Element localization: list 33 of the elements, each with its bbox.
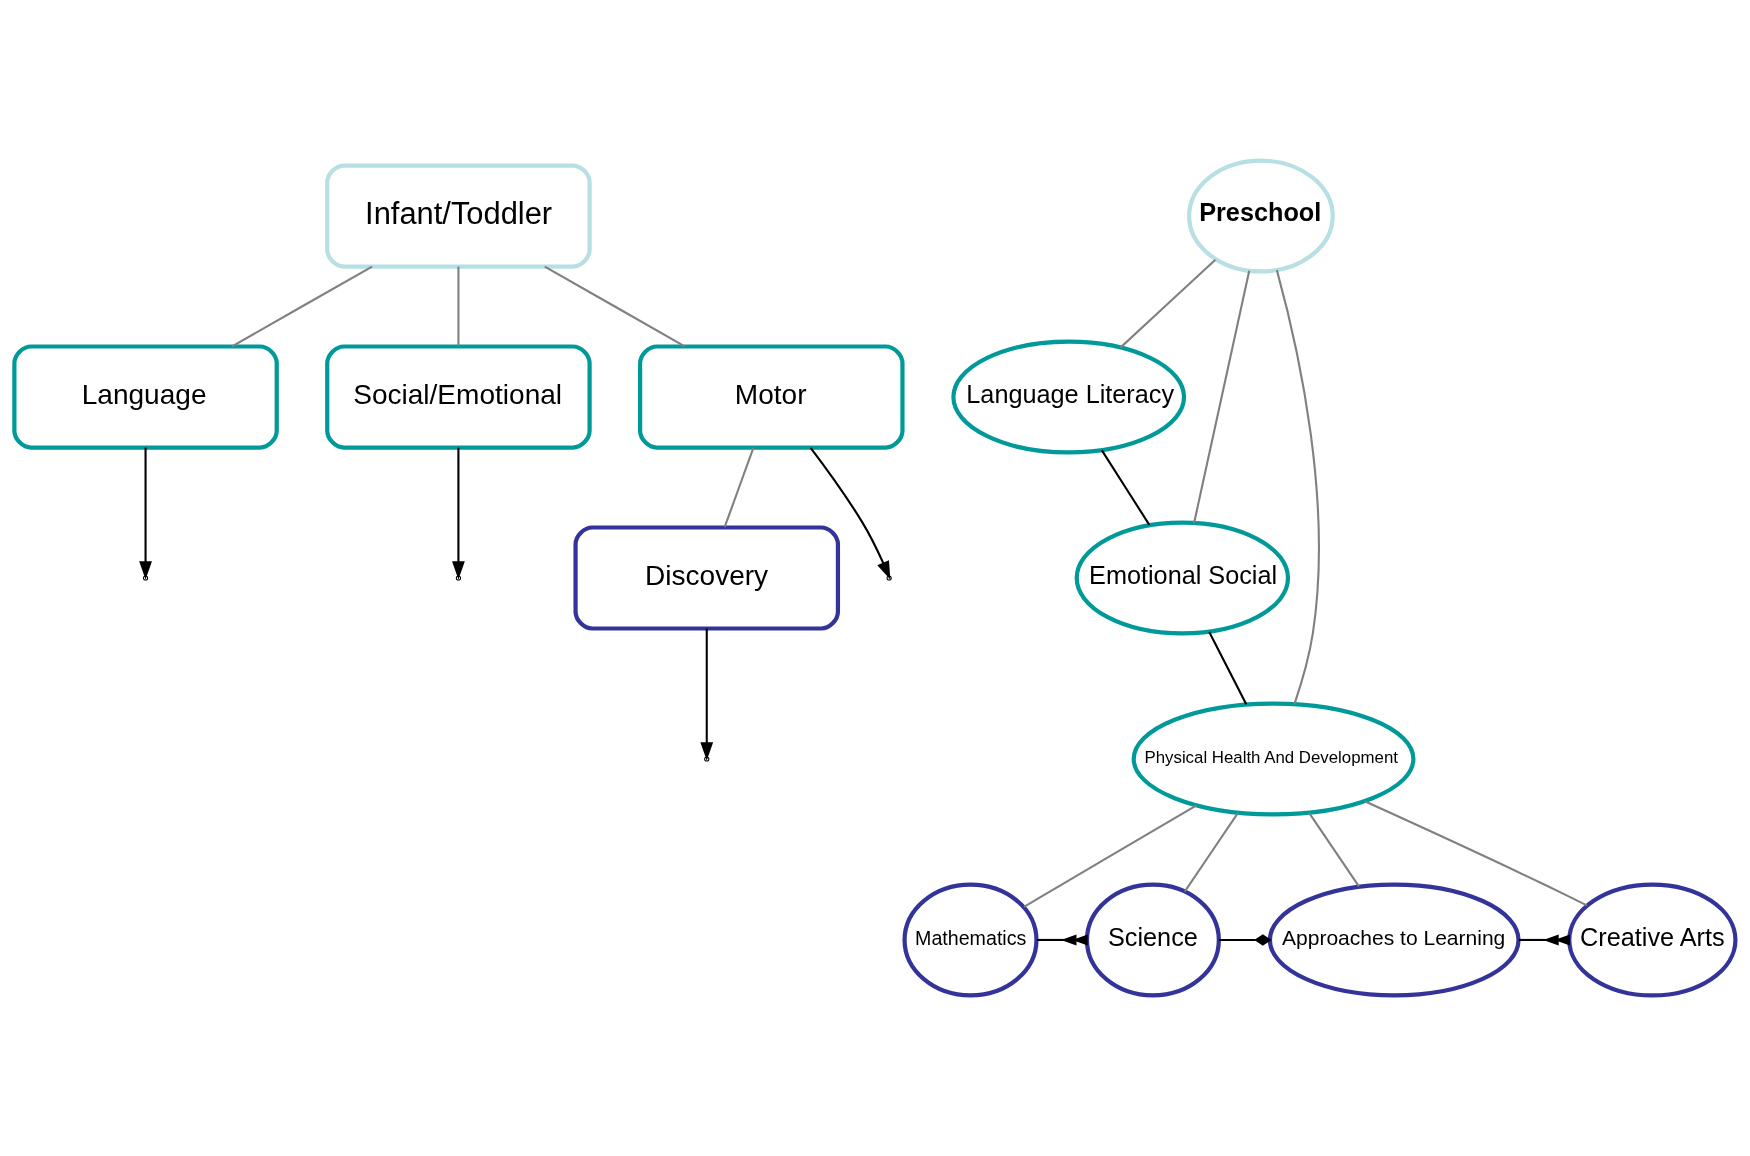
- arrow: [700, 628, 714, 761]
- arrow: [139, 447, 152, 580]
- node-ellipse: Science: [1084, 882, 1221, 998]
- node-ellipse: Approaches to Learning: [1267, 882, 1521, 998]
- connector: [723, 447, 755, 528]
- connector: [1036, 934, 1088, 946]
- node-box: Infant/Toddler: [325, 163, 592, 269]
- arrow: [809, 447, 891, 580]
- connector: [1208, 631, 1248, 705]
- connector: [544, 265, 686, 348]
- connector: [1275, 269, 1320, 705]
- connector: [1518, 934, 1570, 946]
- connector: [231, 265, 373, 348]
- connector: [1218, 934, 1272, 946]
- connector: [1193, 270, 1251, 524]
- connector: [1308, 812, 1360, 888]
- connector: [1184, 812, 1239, 892]
- arrow: [452, 447, 465, 580]
- node-ellipse: Emotional Social: [1074, 520, 1291, 636]
- node-ellipse: Mathematics: [902, 882, 1039, 998]
- connector: [457, 266, 460, 346]
- node-ellipse: Preschool: [1187, 158, 1335, 274]
- node-ellipse: Physical Health And Development: [1131, 701, 1416, 817]
- node-box: Language: [12, 344, 279, 450]
- node-box: Motor: [638, 344, 905, 450]
- node-ellipse: Language Literacy: [951, 339, 1187, 455]
- connector: [1023, 804, 1198, 908]
- connector: [1364, 800, 1588, 907]
- node-box: Discovery: [573, 525, 841, 631]
- connector: [1101, 449, 1151, 526]
- node-box: Social/Emotional: [325, 344, 592, 450]
- node-ellipse: Creative Arts: [1567, 882, 1738, 998]
- connector: [1120, 258, 1217, 349]
